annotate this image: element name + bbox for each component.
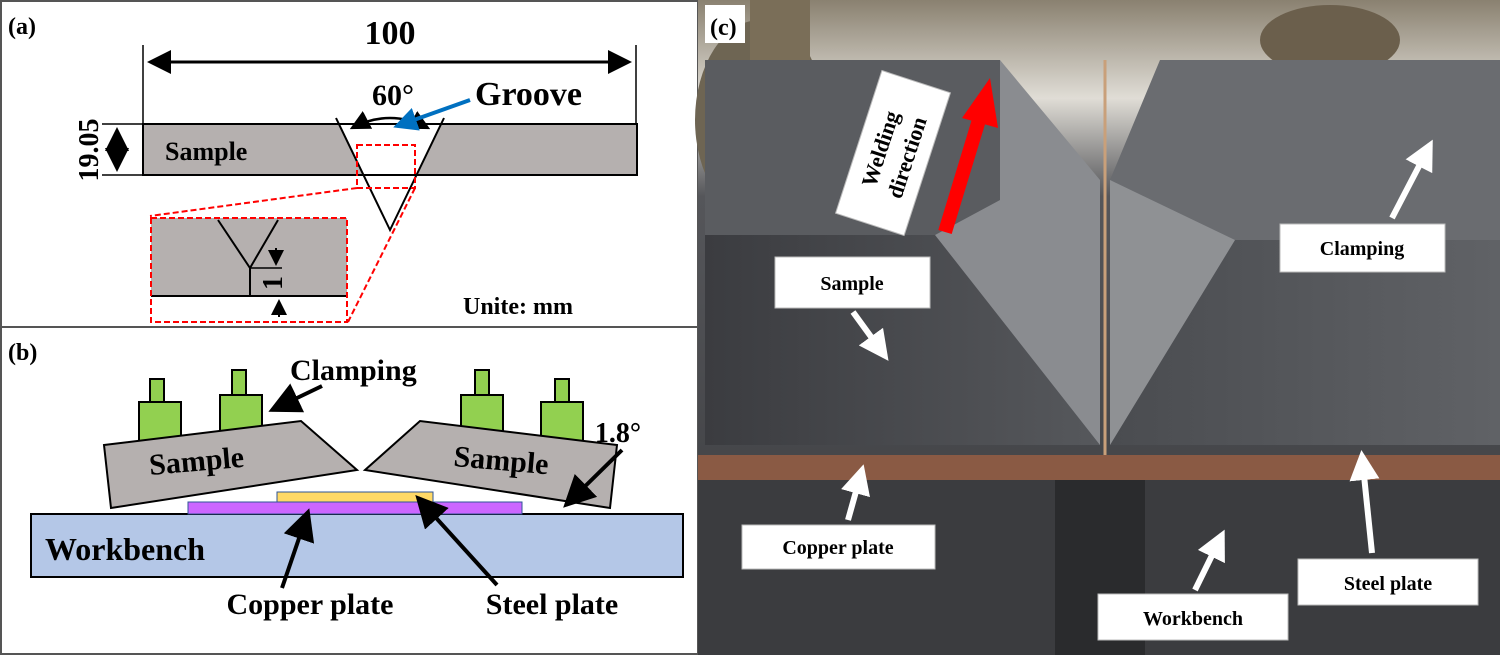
panel-a-label: (a)	[8, 14, 36, 40]
sample-left-label: Sample	[148, 441, 246, 482]
panel-b: (b) Workbench Sample Sample Clamping 1.8…	[0, 326, 699, 655]
panel-c-label: (c)	[710, 15, 737, 41]
root-dimension: 1	[258, 276, 289, 290]
copper-plate-label: Copper plate	[227, 588, 394, 621]
unit-label: Unite: mm	[463, 294, 573, 320]
steel-plate-label: Steel plate	[486, 588, 618, 621]
angle-label: 1.8°	[595, 418, 641, 449]
sample-left-shape	[102, 419, 360, 510]
groove-outline	[335, 117, 445, 233]
steel-plate-shape	[276, 491, 434, 503]
panel-c-photo	[695, 0, 1500, 655]
panel-b-label: (b)	[8, 340, 37, 366]
welding-direction-arrow	[938, 107, 989, 235]
copper-plate-shape	[187, 501, 523, 515]
sample-label: Sample	[165, 137, 247, 166]
photo-clamping-label: Clamping	[1320, 238, 1404, 260]
groove-arrow	[393, 98, 471, 131]
groove-angle: 60°	[372, 79, 414, 112]
photo-copper-plate-label: Copper plate	[782, 537, 893, 559]
zoom-region	[356, 144, 416, 189]
photo-workbench-label: Workbench	[1143, 608, 1243, 630]
workbench-shape	[30, 513, 684, 578]
sample-right-label: Sample	[452, 440, 550, 481]
workbench-label: Workbench	[45, 531, 205, 567]
clamping-label: Clamping	[290, 354, 417, 387]
panel-a: (a) 100 60° Groove Sample 19.05 1 Unite:…	[0, 0, 699, 328]
width-dimension: 100	[365, 15, 416, 52]
photo-steel-plate-label: Steel plate	[1344, 573, 1432, 595]
photo-sample-label: Sample	[820, 273, 883, 295]
thickness-dimension: 19.05	[74, 119, 105, 182]
groove-label: Groove	[475, 76, 582, 113]
sample-right-shape	[362, 419, 619, 510]
panel-c-labels: (c) Welding direction Sample Clamping Co…	[705, 5, 1479, 641]
zoomed-detail	[150, 217, 348, 323]
angle-arc	[349, 111, 431, 130]
